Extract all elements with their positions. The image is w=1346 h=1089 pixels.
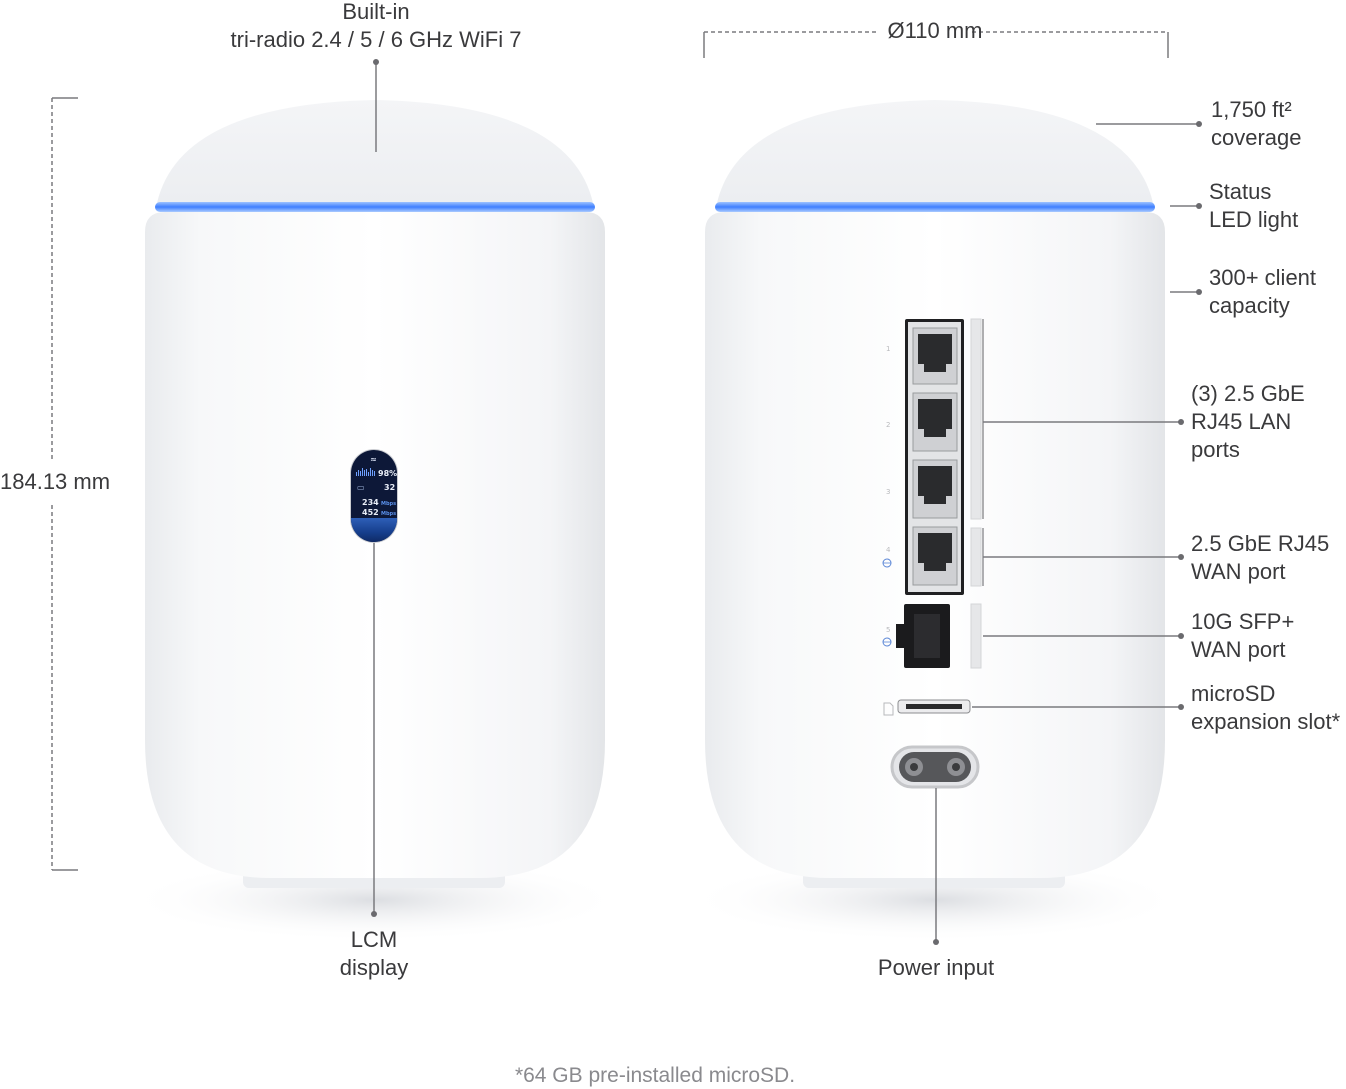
label-sfp-port: 10G SFP+WAN port [1191,609,1295,662]
callout-lines [371,59,1202,945]
front-device [125,100,625,942]
lcm-display: ≈ 98% ▭ 32 234 Mbps 452 Mbps [351,450,397,542]
rj45-port-block [905,318,982,595]
lcm-wave-graphic [351,518,397,542]
rj45-port-1 [912,327,958,385]
lcm-clients: 32 [384,483,396,492]
lcm-signal-percent: 98% [378,469,397,478]
rear-device: 1 2 3 4 5 [685,100,1185,942]
height-dimension [51,97,78,871]
lcm-upload: 452 [362,508,379,517]
port-number-1: 1 [886,345,890,353]
port-number-2: 2 [886,421,890,429]
monitor-icon: ▭ [357,483,365,492]
sfp-port [896,603,982,669]
globe-icon [882,637,892,647]
lcm-upload-unit: Mbps [381,511,397,517]
footnote: *64 GB pre-installed microSD. [514,1064,796,1087]
throughput-bars [356,468,376,476]
rj45-port-2 [912,392,958,452]
rj45-port-4 [912,526,958,586]
port-number-labels: 1 2 3 4 5 [886,345,891,634]
port-number-5: 5 [886,626,890,634]
diameter-dimension [703,31,1169,58]
microsd-slot [883,699,971,716]
label-height: 184.13 mm [0,469,111,494]
globe-icon [882,558,892,568]
lcm-download-unit: Mbps [381,501,397,507]
port-number-3: 3 [886,488,890,496]
rj45-port-3 [912,459,958,519]
wifi-icon: ≈ [370,455,377,464]
label-power: Power input [877,955,995,980]
port-number-4: 4 [886,546,891,554]
label-diameter: Ø110 mm [887,18,983,43]
power-input-connector [890,745,980,789]
lcm-download: 234 [362,498,379,507]
status-led-ring [155,202,595,212]
